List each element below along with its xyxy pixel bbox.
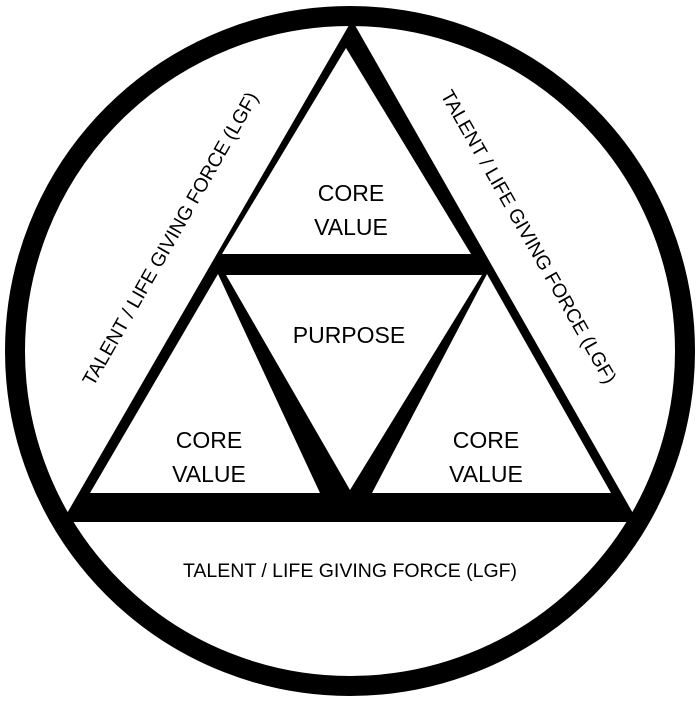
core-value-left-line1: CORE [176, 427, 242, 453]
talent-bottom-label: TALENT / LIFE GIVING FORCE (LGF) [183, 560, 517, 582]
outer-triangle [62, 20, 638, 522]
core-value-right-line1: CORE [453, 427, 519, 453]
purpose-label: PURPOSE [293, 322, 405, 348]
core-value-top-line1: CORE [318, 180, 384, 206]
core-value-left-line2: VALUE [172, 461, 246, 487]
core-value-top-line2: VALUE [314, 214, 388, 240]
core-value-right-line2: VALUE [449, 461, 523, 487]
